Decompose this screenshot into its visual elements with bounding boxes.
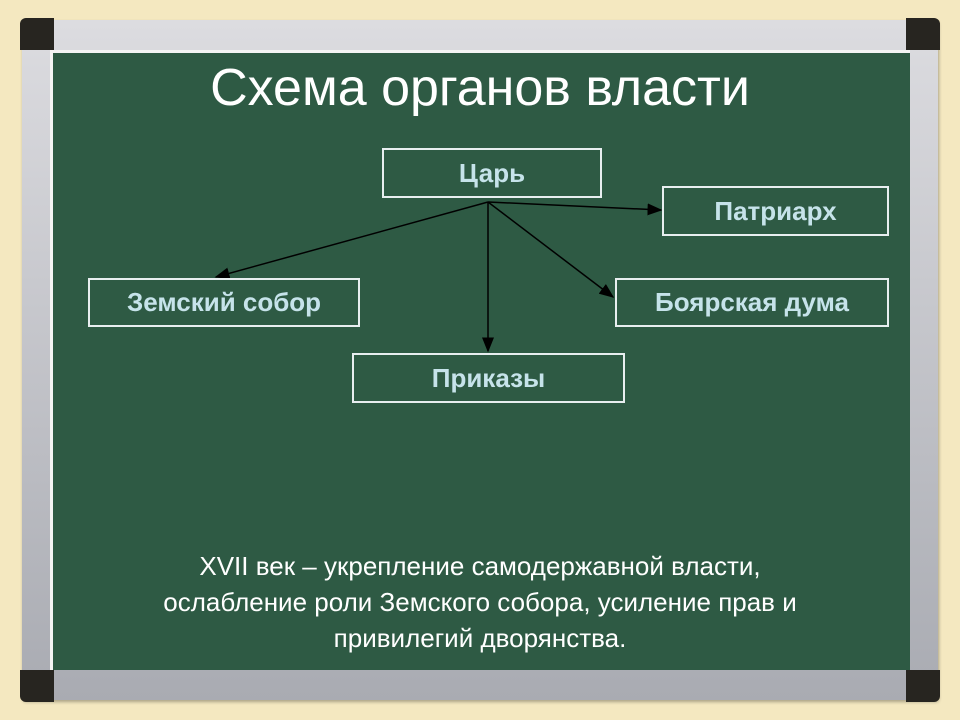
- summary-note: XVII век – укрепление самодержавной влас…: [60, 548, 900, 656]
- note-line: ослабление роли Земского собора, усилени…: [163, 587, 797, 617]
- node-patriarch: Патриарх: [662, 186, 889, 236]
- arrow-tsar-zemsky-sobor: [214, 201, 489, 280]
- node-zemsky-sobor: Земский собор: [88, 278, 360, 327]
- chalkboard: [50, 50, 910, 670]
- frame-corner: [906, 670, 940, 702]
- note-line: привилегий дворянства.: [333, 623, 627, 653]
- slide-title: Схема органов власти: [210, 59, 750, 117]
- frame-corner: [20, 18, 54, 50]
- node-tsar: Царь: [382, 148, 602, 198]
- frame-corner: [906, 18, 940, 50]
- node-boyar-duma: Боярская дума: [615, 278, 889, 327]
- frame-corner: [20, 670, 54, 702]
- arrow-tsar-boyar-duma: [487, 201, 615, 298]
- note-line: XVII век – укрепление самодержавной влас…: [199, 551, 761, 581]
- arrow-tsar-patriarch: [487, 201, 663, 216]
- node-prikazy: Приказы: [352, 353, 625, 403]
